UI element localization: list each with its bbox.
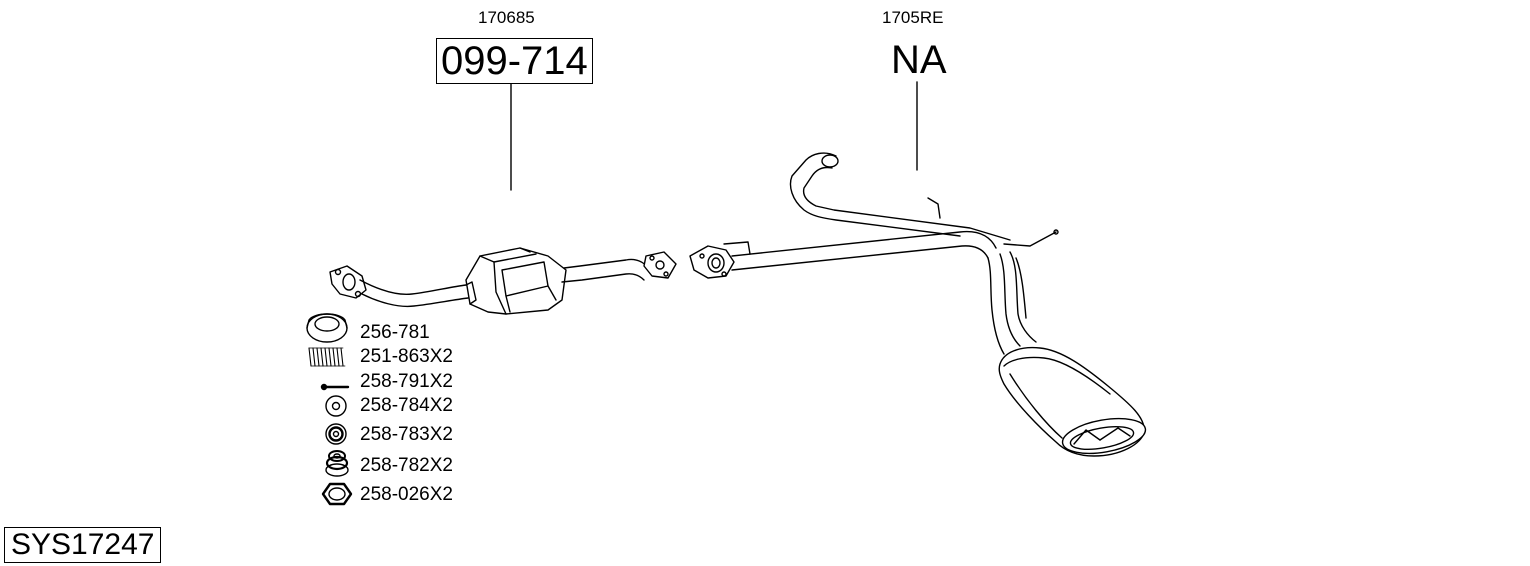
hex-nut-icon xyxy=(321,482,353,506)
rubber-mount-icon xyxy=(325,423,347,445)
part-code-spring: 251-863X2 xyxy=(360,346,453,367)
front-supplier-code: 170685 xyxy=(478,8,535,27)
part-code-gasket: 256-781 xyxy=(360,322,430,343)
part-code-rubber-bushing: 258-782X2 xyxy=(360,455,453,476)
part-code-washer: 258-784X2 xyxy=(360,395,453,416)
spring-icon xyxy=(308,347,346,367)
front-part-number: 099-714 xyxy=(436,38,593,84)
gasket-ring-icon xyxy=(306,313,348,343)
rubber-bushing-icon xyxy=(325,450,349,477)
washer-icon xyxy=(325,395,347,417)
part-code-hex-nut: 258-026X2 xyxy=(360,484,453,505)
bolt-icon xyxy=(320,383,350,391)
part-code-bolt: 258-791X2 xyxy=(360,371,453,392)
system-id: SYS17247 xyxy=(4,527,162,563)
part-code-rubber-mount: 258-783X2 xyxy=(360,424,453,445)
rear-pipe-with-silencer xyxy=(689,152,1147,457)
front-pipe-with-catalyst xyxy=(329,247,677,315)
rear-part-number: NA xyxy=(891,38,947,82)
rear-supplier-code: 1705RE xyxy=(882,8,944,27)
